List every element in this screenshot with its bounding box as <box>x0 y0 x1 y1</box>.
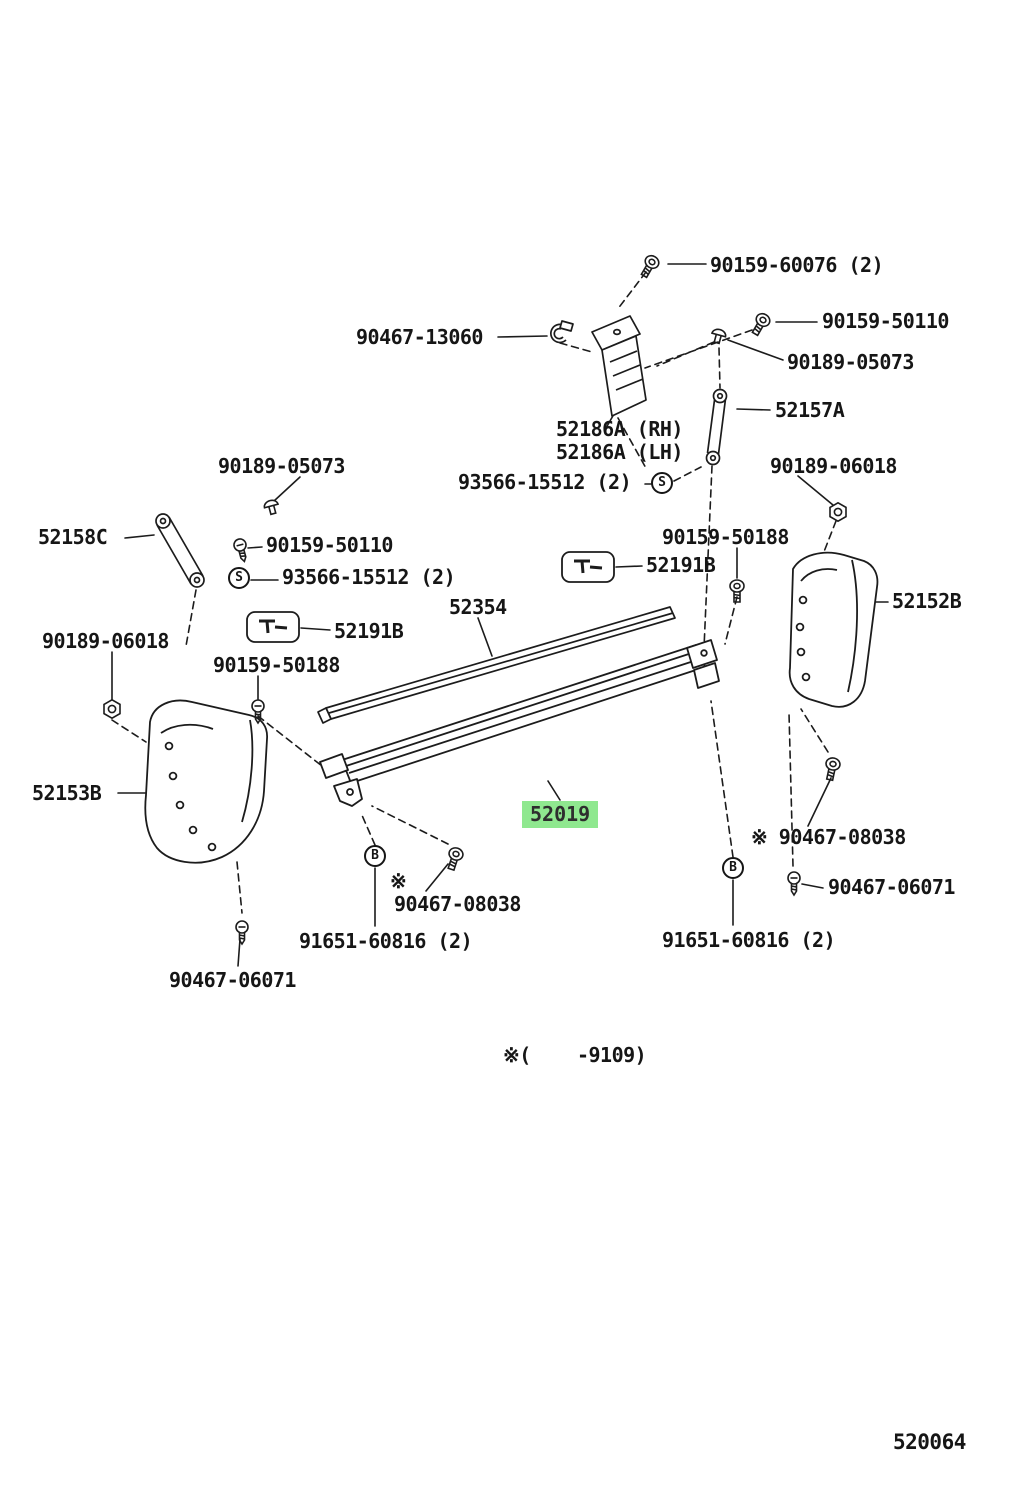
part-number-label: 90189-05073 <box>218 454 345 478</box>
part-number-label: 90159-60076 (2) <box>710 253 884 277</box>
part-number-label: ※ <box>390 869 407 893</box>
connector-symbol-b: B <box>722 857 744 879</box>
pad-52191b-left-art <box>245 610 301 644</box>
mudguard-52152b-art <box>788 551 879 708</box>
arm-52158c-art <box>155 513 205 588</box>
bolt-90159-50110-right-icon <box>748 310 773 339</box>
leader-lines <box>111 263 889 967</box>
part-number-label: 93566-15512 (2) <box>282 565 456 589</box>
part-number-label: 90467-13060 <box>356 325 483 349</box>
nut-90189-06018-left-icon <box>103 698 121 720</box>
pad-52191b-right-art <box>560 550 616 584</box>
grommet-90189-05073-left-icon <box>262 498 281 517</box>
part-number-label: 52191B <box>334 619 404 643</box>
screw-90467-06071-left-icon <box>235 920 249 945</box>
bracket-52186a-art <box>591 315 647 417</box>
bolt-90159-60076-icon <box>637 252 662 281</box>
screw-90159-50110-left-icon <box>231 536 251 564</box>
part-number-label: 52153B <box>32 781 102 805</box>
footnote: ※( -9109) <box>503 1043 647 1067</box>
nut-90189-06018-right-icon <box>829 501 847 523</box>
screw-90467-06071-right-icon <box>787 871 801 896</box>
part-number-label: 52157A <box>775 398 845 422</box>
drawing-number: 520064 <box>893 1430 966 1454</box>
part-number-label: 90189-06018 <box>770 454 897 478</box>
mudguard-52153b-art <box>144 699 268 864</box>
part-number-label: 52158C <box>38 525 108 549</box>
part-number-label: 90467-06071 <box>169 968 296 992</box>
part-number-label: 90159-50188 <box>213 653 340 677</box>
part-number-label: 90189-06018 <box>42 629 169 653</box>
part-number-label: 91651-60816 (2) <box>299 929 473 953</box>
connector-symbol-s: S <box>228 567 250 589</box>
part-number-label: 90159-50110 <box>266 533 393 557</box>
part-number-label: 52186A (LH) <box>556 440 683 464</box>
part-number-label: 93566-15512 (2) <box>458 470 632 494</box>
connector-symbol-s: S <box>651 472 673 494</box>
trim-rail-52354-art <box>317 606 676 724</box>
part-number-label: 90189-05073 <box>787 350 914 374</box>
part-number-label: 52191B <box>646 553 716 577</box>
bolt-90467-08038-center-icon <box>443 845 466 873</box>
assembly-dashed-lines <box>111 271 837 914</box>
clamp-90467-13060-art <box>550 320 574 344</box>
highlighted-part-label: 52019 <box>522 801 599 828</box>
part-number-label: 91651-60816 (2) <box>662 928 836 952</box>
bumper-rail-52019-art <box>319 639 720 807</box>
part-number-label: 90467-06071 <box>828 875 955 899</box>
part-number-label: 90467-08038 <box>394 892 521 916</box>
bolt-90159-50188-right-icon <box>729 579 745 603</box>
part-number-label: 90159-50110 <box>822 309 949 333</box>
part-number-label: ※ 90467-08038 <box>751 825 906 849</box>
part-number-label: 52186A (RH) <box>556 417 683 441</box>
arm-52157a-art <box>705 388 728 466</box>
part-number-label: 90159-50188 <box>662 525 789 549</box>
connector-symbol-b: B <box>364 845 386 867</box>
part-number-label: 52354 <box>449 595 507 619</box>
part-number-label: 52152B <box>892 589 962 613</box>
bolt-90467-08038-right-icon <box>822 755 842 782</box>
